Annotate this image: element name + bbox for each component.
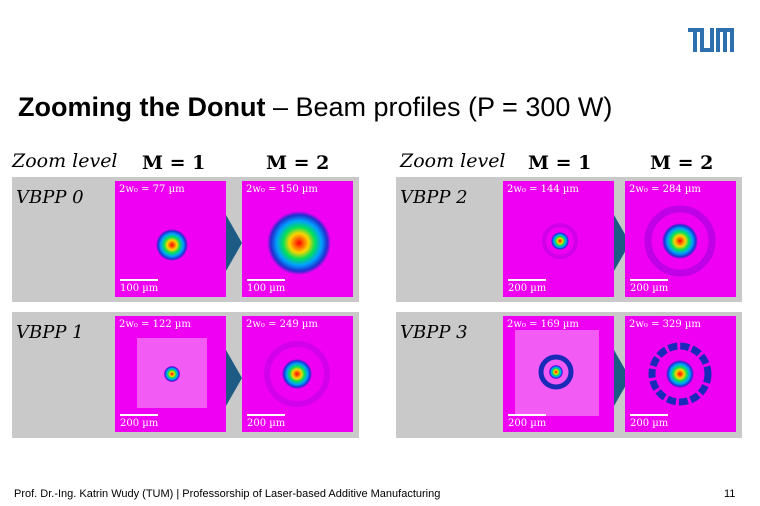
beam-width-label: 2w₀ = 122 µm xyxy=(119,319,191,330)
row-label: VBPP 0 xyxy=(16,187,84,208)
panel-vbpp0: VBPP 0 2w₀ = 77 µm 100 µm 2w₀ = 150 µm 1… xyxy=(12,177,359,302)
beam-width-label: 2w₀ = 249 µm xyxy=(246,319,318,330)
slide-title-bold: Zooming the Donut xyxy=(18,92,266,122)
beam-width-label: 2w₀ = 169 µm xyxy=(507,319,579,330)
scale-bar xyxy=(120,414,158,416)
beam-width-label: 2w₀ = 329 µm xyxy=(629,319,701,330)
row-label: VBPP 1 xyxy=(16,322,84,343)
m2-header-left: M = 2 xyxy=(266,152,330,174)
zoom-arrow xyxy=(226,215,242,271)
beam-image-m1: 2w₀ = 122 µm 200 µm xyxy=(115,316,226,432)
scale-bar xyxy=(508,279,546,281)
slide-title-rest: – Beam profiles (P = 300 W) xyxy=(265,92,613,122)
m1-header-right: M = 1 xyxy=(528,152,592,174)
page-number: 11 xyxy=(724,488,736,500)
scale-label: 200 µm xyxy=(508,283,547,294)
beam-image-m1: 2w₀ = 77 µm 100 µm xyxy=(115,181,226,297)
beam-image-m2: 2w₀ = 249 µm 200 µm xyxy=(242,316,353,432)
zoom-level-header-left: Zoom level xyxy=(12,150,118,172)
scale-bar xyxy=(247,414,285,416)
scale-label: 200 µm xyxy=(247,418,286,429)
footer-text: Prof. Dr.-Ing. Katrin Wudy (TUM) | Profe… xyxy=(14,488,441,500)
scale-bar xyxy=(247,279,285,281)
slide-title: Zooming the Donut – Beam profiles (P = 3… xyxy=(18,92,612,123)
beam-image-m2: 2w₀ = 284 µm 200 µm xyxy=(625,181,736,297)
beam-width-label: 2w₀ = 150 µm xyxy=(246,184,318,195)
m2-header-right: M = 2 xyxy=(650,152,714,174)
panel-vbpp3: VBPP 3 2w₀ = 169 µm 200 µm 2w₀ = 329 µm … xyxy=(396,312,742,438)
zoom-level-header-right: Zoom level xyxy=(400,150,506,172)
scale-label: 200 µm xyxy=(120,418,159,429)
beam-image-m1: 2w₀ = 144 µm 200 µm xyxy=(503,181,614,297)
zoom-arrow xyxy=(226,350,242,406)
scale-label: 200 µm xyxy=(630,418,669,429)
scale-bar xyxy=(630,279,668,281)
beam-width-label: 2w₀ = 284 µm xyxy=(629,184,701,195)
panel-vbpp2: VBPP 2 2w₀ = 144 µm 200 µm 2w₀ = 284 µm … xyxy=(396,177,742,302)
panel-vbpp1: VBPP 1 2w₀ = 122 µm 200 µm 2w₀ = 249 µm … xyxy=(12,312,359,438)
row-label: VBPP 3 xyxy=(400,322,468,343)
beam-image-m1: 2w₀ = 169 µm 200 µm xyxy=(503,316,614,432)
scale-label: 200 µm xyxy=(508,418,547,429)
m1-header-left: M = 1 xyxy=(142,152,206,174)
scale-label: 100 µm xyxy=(247,283,286,294)
beam-width-label: 2w₀ = 144 µm xyxy=(507,184,579,195)
scale-label: 200 µm xyxy=(630,283,669,294)
beam-width-label: 2w₀ = 77 µm xyxy=(119,184,185,195)
beam-image-m2: 2w₀ = 329 µm 200 µm xyxy=(625,316,736,432)
row-label: VBPP 2 xyxy=(400,187,468,208)
scale-bar xyxy=(630,414,668,416)
tum-logo xyxy=(688,28,734,52)
beam-image-m2: 2w₀ = 150 µm 100 µm xyxy=(242,181,353,297)
scale-bar xyxy=(508,414,546,416)
scale-bar xyxy=(120,279,158,281)
scale-label: 100 µm xyxy=(120,283,159,294)
